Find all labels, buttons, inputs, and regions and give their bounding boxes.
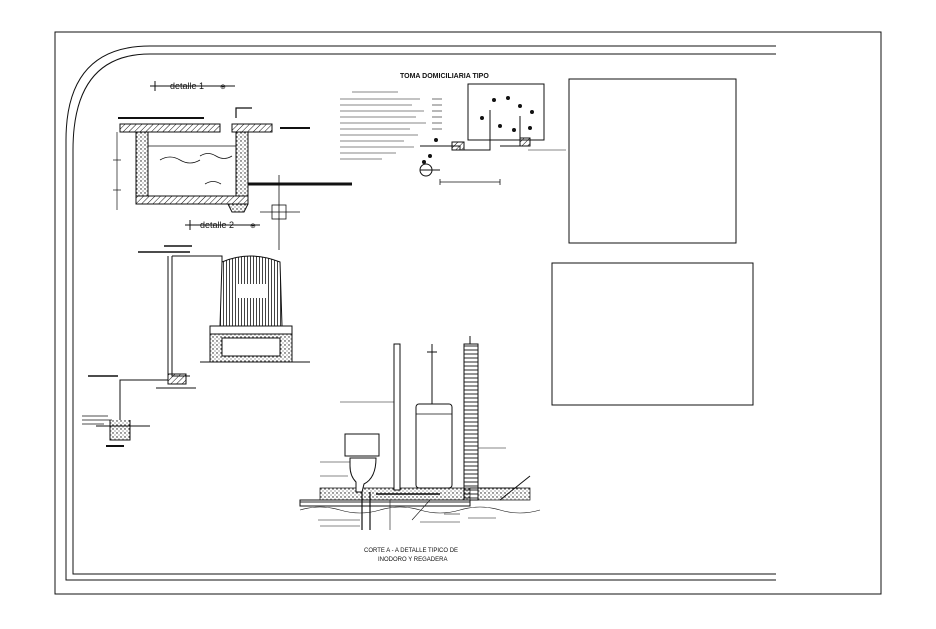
detail-2-tank-installation: detalle 2 ⊕ — [82, 220, 310, 447]
section-caption-line2: INODORO Y REGADERA — [378, 557, 447, 563]
svg-text:⊕: ⊕ — [250, 223, 256, 230]
section-caption-line1: CORTE A - A DETALLE TIPICO DE — [364, 548, 458, 554]
section-a-a-detail: CORTE A - A DETALLE TIPICO DE INODORO Y … — [299, 336, 541, 563]
detail-1-label: detalle 1 — [170, 81, 204, 91]
outer-frame — [54, 31, 882, 595]
detail-1-cistern-section: detalle 1 ⊕ — [113, 81, 352, 213]
toma-domiciliaria-detail: TOMA DOMICILIARIA TIPO — [340, 73, 566, 185]
inner-border — [65, 45, 776, 581]
notes-box-lower — [551, 262, 754, 406]
detail-2-label: detalle 2 — [200, 220, 234, 230]
toma-legend-list — [340, 91, 442, 160]
reference-crosshair — [260, 175, 300, 250]
svg-text:⊕: ⊕ — [220, 84, 226, 91]
notes-box-upper — [568, 78, 737, 244]
toma-title: TOMA DOMICILIARIA TIPO — [400, 73, 489, 80]
